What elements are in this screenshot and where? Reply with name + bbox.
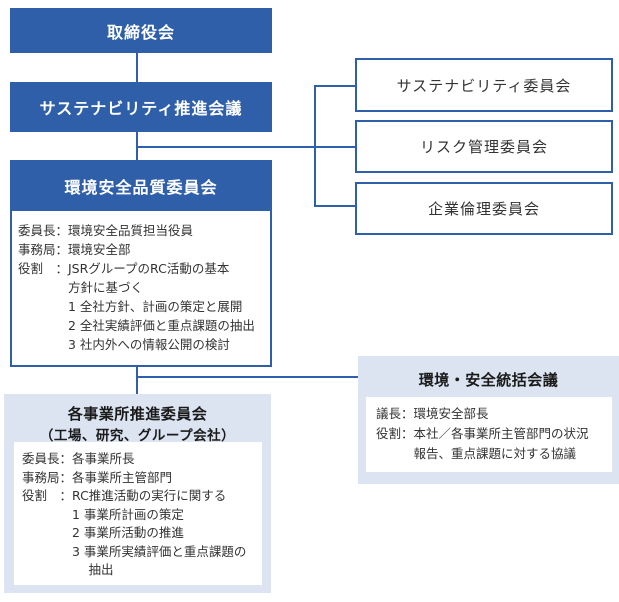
detail-line: 議長：環境安全部長: [376, 406, 489, 421]
detail-line: 委員長：環境安全品質担当役員: [18, 223, 194, 238]
site-promotion-committee-panel: 各事業所推進委員会 （工場、研究、グループ会社） 委員長：各事業所長 事務局：各…: [4, 394, 271, 593]
detail-line: 抽出: [22, 562, 114, 577]
connector-branch-to-env-safety-council: [136, 376, 358, 378]
env-safety-council-title: 環境・安全統括会議: [418, 371, 559, 389]
detail-line: 3 事業所実績評価と重点課題の: [22, 543, 247, 559]
corporate-ethics-committee-box: 企業倫理委員会: [355, 182, 613, 235]
detail-line: 1 全社方針、計画の策定と展開: [18, 299, 243, 314]
site-promotion-committee-subtitle: （工場、研究、グループ会社）: [39, 428, 236, 444]
connector-stub-ethics-committee: [314, 205, 355, 207]
corporate-ethics-committee-label: 企業倫理委員会: [427, 200, 540, 218]
board-of-directors-box: 取締役会: [10, 8, 272, 53]
detail-line: 委員長：各事業所長: [22, 451, 135, 466]
env-safety-council-details: 議長：環境安全部長 役割：本社／各事業所主管部門の状況 報告、重点課題に対する協…: [366, 397, 612, 472]
connector-right-committees-bus: [314, 85, 316, 207]
detail-line: 事務局：環境安全部: [18, 242, 131, 257]
detail-line: 事務局：各事業所主管部門: [22, 469, 173, 485]
detail-line: 役割：本社／各事業所主管部門の状況: [376, 426, 589, 441]
risk-management-committee-label: リスク管理委員会: [419, 138, 548, 156]
env-quality-committee-box: 環境安全品質委員会 委員長：環境安全品質担当役員 事務局：環境安全部 役割 ：J…: [10, 160, 272, 367]
site-promotion-committee-details: 委員長：各事業所長 事務局：各事業所主管部門 役割 ：RC推進活動の実行に関する…: [14, 442, 262, 585]
connector-env-committee-to-site-committee: [136, 367, 138, 394]
detail-line: 役割 ：RC推進活動の実行に関する: [22, 488, 227, 503]
detail-line: 3 社内外への情報公開の検討: [18, 337, 230, 352]
detail-line: 1 事業所計画の策定: [22, 506, 184, 522]
detail-line: 方針に基づく: [18, 280, 144, 295]
sustainability-council-box: サステナビリティ推進会議: [10, 82, 272, 132]
sustainability-committee-label: サステナビリティ委員会: [396, 76, 572, 95]
board-of-directors-label: 取締役会: [106, 22, 175, 42]
detail-line: 2 事業所活動の推進: [22, 525, 184, 540]
connector-council-to-right-committees: [136, 146, 355, 148]
connector-board-to-council: [136, 53, 138, 82]
detail-line: 報告、重点課題に対する協議: [376, 446, 577, 461]
detail-line: 役割 ：JSRグループのRC活動の基本: [18, 261, 230, 276]
risk-management-committee-box: リスク管理委員会: [355, 120, 613, 173]
sustainability-committee-box: サステナビリティ委員会: [355, 58, 613, 112]
site-promotion-committee-title: 各事業所推進委員会: [67, 405, 208, 423]
env-quality-committee-details: 委員長：環境安全品質担当役員 事務局：環境安全部 役割 ：JSRグループのRC活…: [10, 211, 272, 367]
sustainability-council-label: サステナビリティ推進会議: [39, 99, 243, 118]
connector-stub-sustainability-committee: [314, 85, 355, 87]
env-safety-council-panel: 環境・安全統括会議 議長：環境安全部長 役割：本社／各事業所主管部門の状況 報告…: [358, 356, 619, 484]
env-quality-committee-title: 環境安全品質委員会: [64, 177, 218, 197]
env-quality-committee-header: 環境安全品質委員会: [10, 160, 272, 211]
detail-line: 2 全社実績評価と重点課題の抽出: [18, 318, 255, 333]
